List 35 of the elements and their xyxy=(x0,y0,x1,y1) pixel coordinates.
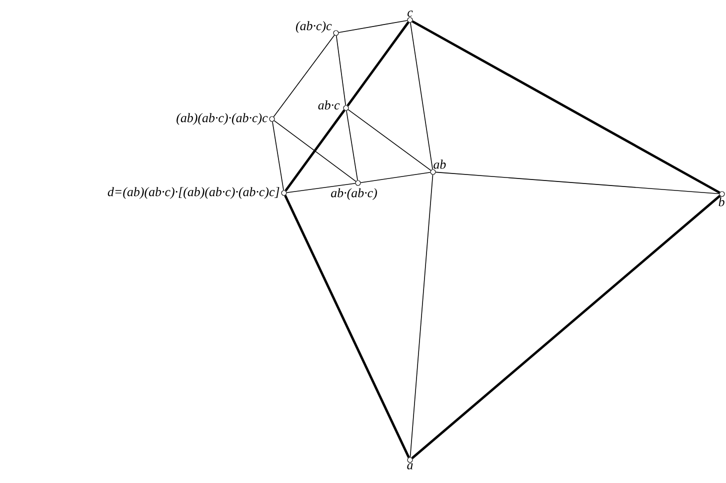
point-label: ab xyxy=(434,160,446,169)
line-segment xyxy=(435,172,720,194)
line-segment xyxy=(336,35,346,106)
line-segment xyxy=(411,194,721,460)
point-marker xyxy=(333,30,339,36)
point-label: c xyxy=(408,10,413,17)
point-label: ab·(ab·c) xyxy=(331,188,377,200)
line-segment xyxy=(410,22,433,170)
line-segment xyxy=(286,182,356,194)
point-label: ab·c xyxy=(318,100,340,110)
point-marker xyxy=(407,17,413,23)
line-segment xyxy=(360,172,431,183)
line-segment xyxy=(346,110,358,181)
line-segment xyxy=(348,109,432,171)
line-segment xyxy=(346,22,410,106)
line-segment xyxy=(338,20,408,33)
point-marker xyxy=(430,169,436,175)
line-segment xyxy=(284,110,346,192)
line-segment xyxy=(272,121,284,191)
point-marker xyxy=(281,190,287,196)
line-segment xyxy=(410,174,434,458)
point-label: d=(ab)(ab·c)·[(ab)(ab·c)·(ab·c)c] xyxy=(108,187,280,199)
point-label: b xyxy=(718,197,724,206)
line-segment xyxy=(273,34,335,118)
point-marker xyxy=(719,191,725,197)
point-label: a xyxy=(407,463,413,470)
line-segment xyxy=(274,120,356,182)
line-segment xyxy=(412,20,720,194)
point-marker xyxy=(269,116,275,122)
point-label: (ab·c)c xyxy=(296,21,332,33)
point-marker xyxy=(407,457,413,463)
point-marker xyxy=(355,180,361,186)
point-label: (ab)(ab·c)·(ab·c)c xyxy=(176,113,268,125)
line-segment xyxy=(284,195,410,458)
point-marker xyxy=(343,105,349,111)
